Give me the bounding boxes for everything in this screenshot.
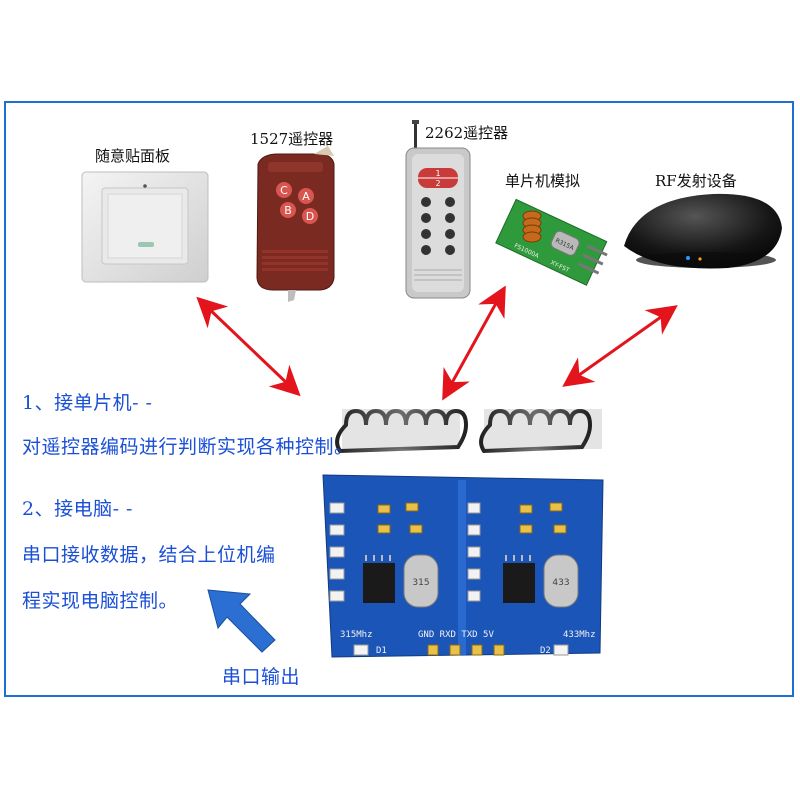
remote-2262-key-1: 1	[435, 169, 440, 178]
info-line-4: 串口接收数据，结合上位机编	[22, 544, 276, 566]
remote-1527-key-c: C	[280, 184, 288, 197]
remote-1527-icon: A B C D	[256, 146, 335, 302]
label-rf: RF发射设备	[655, 172, 737, 190]
label-mcu: 单片机模拟	[505, 172, 581, 190]
rf-transmitter-device-icon	[624, 193, 782, 269]
led-d1-label: D1	[376, 646, 387, 656]
wall-panel-icon	[81, 171, 209, 283]
led-d2-label: D2	[540, 646, 551, 656]
remote-1527-key-d: D	[306, 210, 314, 223]
label-remote-2262: 2262遥控器	[425, 124, 509, 142]
info-line-5: 程实现电脑控制。	[22, 590, 179, 612]
info-line-2: 对遥控器编码进行判断实现各种控制。	[22, 436, 354, 458]
remote-1527-key-b: B	[284, 204, 292, 217]
crystal-left-label: 315	[412, 578, 429, 588]
info-line-3: 2、接电脑- -	[22, 498, 133, 520]
red-arrow-panel	[196, 296, 301, 397]
serial-output-label: 串口输出	[222, 666, 301, 688]
label-remote-1527: 1527遥控器	[250, 130, 334, 148]
remote-1527-key-a: A	[302, 190, 310, 203]
blue-arrow-serial	[207, 589, 276, 653]
red-arrow-rf	[562, 305, 678, 387]
label-panel: 随意贴面板	[95, 147, 171, 165]
info-line-1: 1、接单片机- -	[22, 392, 153, 414]
remote-2262-key-2: 2	[435, 179, 440, 188]
freq-right-label: 433Mhz	[563, 630, 596, 640]
pin-labels: GND RXD TXD 5V	[418, 630, 494, 640]
remote-2262-icon: 1 2	[405, 120, 471, 299]
crystal-right-label: 433	[552, 578, 569, 588]
mcu-transmitter-icon: R315A FS1000A XY-FST	[495, 198, 608, 286]
freq-left-label: 315Mhz	[340, 630, 373, 640]
red-arrow-mcu	[442, 285, 506, 401]
receiver-module-icon: 315 433 315Mhz 433Mhz GND RXD TXD 5V D1 …	[322, 408, 604, 658]
